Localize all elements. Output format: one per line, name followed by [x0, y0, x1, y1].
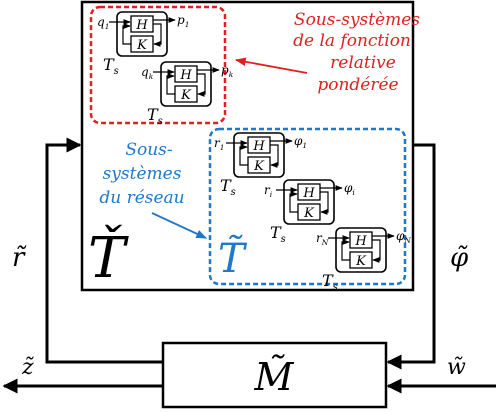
inner-feedback-right — [320, 191, 329, 215]
z-tilde-label: z̃ — [21, 355, 34, 380]
ts-label: Ts — [322, 271, 338, 293]
network-title-line-1: Sous- — [125, 140, 173, 160]
k-label: K — [303, 206, 315, 221]
k-label: K — [180, 88, 192, 103]
network-title-line-2: systèmes — [103, 164, 182, 184]
t-tilde-symbol: T̃ — [218, 235, 248, 282]
weighted-title-line-2: de la fonction — [293, 31, 411, 51]
block-input-label: qk — [141, 65, 154, 81]
inner-feedback-left — [289, 191, 298, 213]
block-output-label: p1 — [177, 13, 189, 29]
block-output-label: φN — [396, 229, 411, 245]
ts-label: Ts — [147, 105, 163, 127]
ts-label: Ts — [220, 176, 236, 198]
block-input-label: ri — [264, 183, 273, 199]
phi-signal-line — [386, 143, 436, 370]
inner-feedback-left — [166, 73, 175, 95]
r-tilde-label: r̃ — [12, 243, 27, 273]
block-input-label: rN — [316, 231, 329, 247]
weighted-subsystems-group — [89, 5, 227, 125]
h-label: H — [252, 139, 265, 154]
h-label: H — [302, 186, 315, 201]
inner-feedback-right — [270, 144, 279, 168]
inner-feedback-right — [153, 23, 162, 47]
r-signal-line — [45, 137, 163, 364]
block-output-label: φi — [344, 181, 355, 197]
w-tilde-label: w̃ — [447, 355, 466, 380]
ts-label: Ts — [103, 55, 119, 77]
ts-label: Ts — [270, 223, 286, 245]
k-label: K — [253, 159, 265, 174]
network-pointer-arrow — [151, 212, 207, 239]
block-output-label: pk — [221, 63, 234, 79]
network-subsystems-group — [208, 127, 407, 286]
k-label: K — [355, 254, 367, 269]
inner-feedback-left — [341, 239, 350, 261]
h-label: H — [135, 18, 148, 33]
inner-feedback-left — [239, 144, 248, 166]
weighted-title-line-3: relative — [330, 53, 396, 73]
k-label: K — [136, 38, 148, 53]
block-input-label: r1 — [214, 136, 224, 152]
phi-tilde-label: φ̃ — [450, 243, 469, 273]
inner-feedback-right — [372, 239, 381, 263]
inner-feedback-right — [197, 73, 206, 97]
block-input-label: q1 — [97, 15, 109, 31]
m-tilde-symbol: M̃ — [254, 355, 295, 399]
inner-feedback-left — [122, 23, 131, 45]
h-label: H — [354, 234, 367, 249]
weighted-title-line-1: Sous-systèmes — [294, 10, 420, 30]
m-tilde-box — [161, 341, 388, 409]
weighted-pointer-arrow — [234, 57, 308, 74]
network-title-line-3: du réseau — [99, 188, 184, 208]
h-label: H — [179, 68, 192, 83]
t-check-symbol: Ť — [88, 224, 129, 291]
weighted-title-line-4: pondérée — [317, 75, 398, 95]
block-output-label: φ1 — [294, 134, 307, 150]
